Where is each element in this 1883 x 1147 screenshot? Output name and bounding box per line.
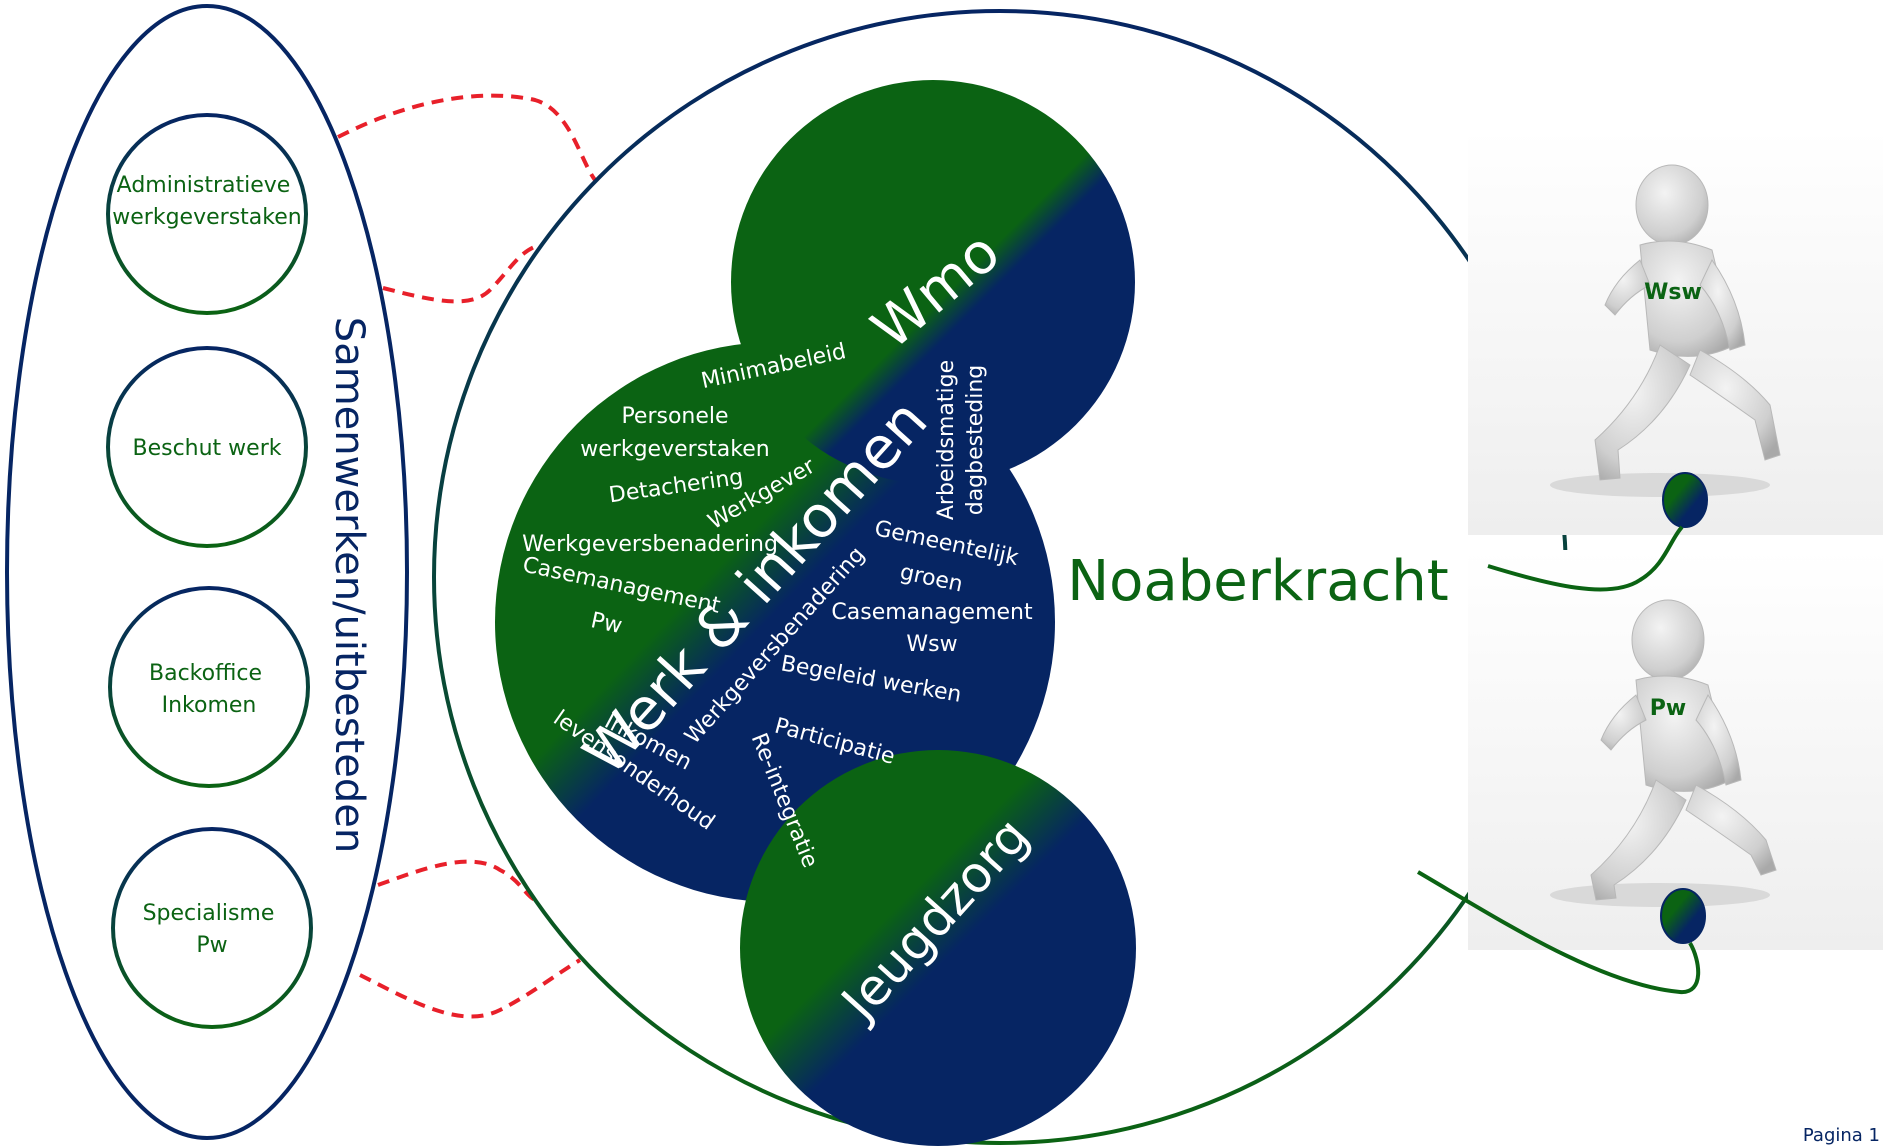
runner-shadow	[1550, 883, 1770, 907]
runner-panel-wsw: Wsw	[1468, 130, 1883, 535]
task-werkgeverstaken: werkgeverstaken	[580, 437, 769, 462]
runner-figure-pw	[1590, 599, 1777, 901]
left-item-label: Administratieve werkgeverstaken	[112, 173, 301, 230]
left-item-circle	[108, 586, 310, 788]
bubbles: Wmo Werk & inkomen Jeugdzorg	[495, 80, 1136, 1146]
runner-figure-wsw	[1594, 164, 1781, 481]
task-werkgeversbenadering: Werkgeversbenadering	[522, 532, 778, 557]
task-arbeidsmatige: Arbeidsmatige	[934, 360, 959, 520]
left-item-circle	[106, 113, 308, 315]
left-panel-vertical-label: Samenwerken/uitbesteden	[326, 317, 372, 853]
left-item-line: Inkomen	[162, 693, 257, 718]
leash-line-pw	[1416, 870, 1701, 994]
left-panel: Administratieve werkgeverstaken Beschut …	[5, 4, 409, 1140]
left-item-circle	[106, 346, 308, 548]
left-item-specialisme: Specialisme Pw	[111, 827, 313, 1029]
left-item-label: Backoffice Inkomen	[149, 661, 269, 718]
page-label: Pagina 1	[1803, 1125, 1880, 1146]
leash-lines	[1416, 525, 1701, 994]
runner-ball	[1660, 888, 1706, 944]
task-dagbesteding: dagbesteding	[963, 365, 988, 516]
left-item-line: Beschut werk	[132, 436, 281, 461]
left-panel-ellipse	[5, 4, 409, 1140]
task-casemanagement-wsw-2: Wsw	[906, 632, 957, 657]
left-item-beschut-werk: Beschut werk	[106, 346, 308, 548]
dashed-connector-top-2	[382, 243, 541, 304]
task-casemanagement-wsw-1: Casemanagement	[831, 600, 1033, 625]
left-item-line: Backoffice	[149, 661, 262, 686]
left-item-administratieve: Administratieve werkgeverstaken	[106, 113, 308, 315]
runner-shirt-label: Pw	[1650, 696, 1686, 721]
left-item-label: Specialisme Pw	[143, 901, 282, 958]
leash-line-wsw	[1487, 525, 1684, 592]
main-circle-title: Noaberkracht	[1067, 549, 1449, 614]
runner-shirt-label: Wsw	[1644, 280, 1702, 305]
left-item-label: Beschut werk	[132, 436, 281, 461]
bubble-jeugdzorg	[740, 750, 1136, 1146]
left-item-line: Specialisme	[143, 901, 275, 926]
dashed-connectors	[337, 93, 597, 1019]
runner-ball	[1662, 472, 1708, 528]
runner-panel-pw: Pw	[1468, 550, 1883, 950]
bubble-wmo	[731, 80, 1135, 484]
dashed-connector-top-1	[337, 93, 597, 182]
task-personele: Personele	[621, 404, 728, 429]
left-item-line: werkgeverstaken	[112, 205, 301, 230]
left-item-line: Pw	[196, 933, 227, 958]
left-item-line: Administratieve	[117, 173, 291, 198]
left-item-backoffice: Backoffice Inkomen	[108, 586, 310, 788]
dashed-connector-bottom-1	[377, 859, 537, 902]
runner-shadow	[1550, 473, 1770, 497]
left-item-circle	[111, 827, 313, 1029]
dashed-connector-bottom-2	[359, 958, 582, 1019]
